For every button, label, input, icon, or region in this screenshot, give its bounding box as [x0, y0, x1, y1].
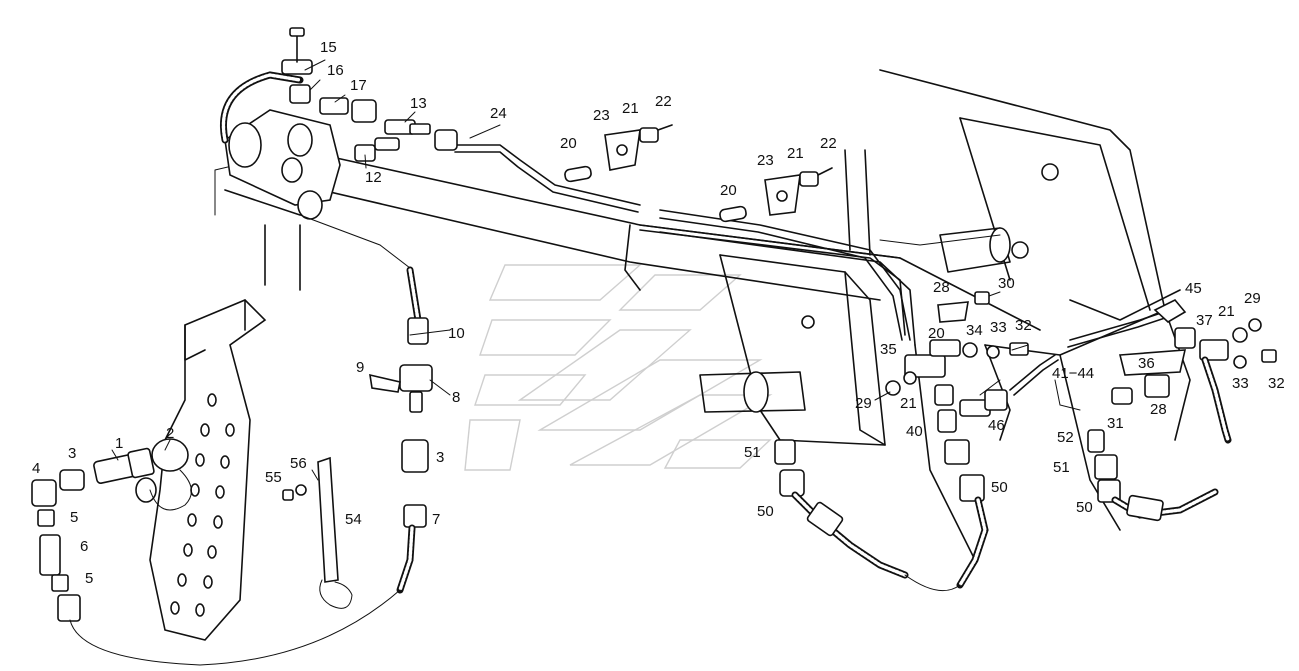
callout-32: 32	[1268, 375, 1285, 392]
callout-9: 9	[356, 359, 364, 376]
valve-block	[220, 71, 341, 220]
callout-5: 5	[70, 509, 78, 526]
callout-10: 10	[448, 325, 465, 342]
callout-20: 20	[928, 325, 945, 342]
watermark-logo	[464, 264, 773, 471]
callout-28: 28	[933, 279, 950, 296]
callout-1: 1	[115, 435, 123, 452]
callout-3: 3	[68, 445, 76, 462]
callout-24: 24	[490, 105, 507, 122]
callout-40: 40	[906, 423, 923, 440]
callout-21: 21	[787, 145, 804, 162]
center-hose-valve	[299, 214, 433, 594]
loader-frame	[214, 69, 1191, 561]
callout-22: 22	[820, 135, 837, 152]
callout-20: 20	[560, 135, 577, 152]
callout-37: 37	[1196, 312, 1213, 329]
callout-52: 52	[1057, 429, 1074, 446]
callout-12: 12	[365, 169, 382, 186]
quick-coupler	[31, 438, 401, 666]
callout-15: 15	[320, 39, 337, 56]
callout-33: 33	[1232, 375, 1249, 392]
callout-50: 50	[1076, 499, 1093, 516]
callout-51: 51	[1053, 459, 1070, 476]
callout-28: 28	[1150, 401, 1167, 418]
callout-34: 34	[966, 322, 983, 339]
callout-23: 23	[757, 152, 774, 169]
fittings-top	[281, 27, 458, 162]
callout-20: 20	[720, 182, 737, 199]
callout-45: 45	[1185, 280, 1202, 297]
callout-50: 50	[757, 503, 774, 520]
callout-30: 30	[998, 275, 1015, 292]
callout-21: 21	[900, 395, 917, 412]
callout-2: 2	[166, 425, 174, 442]
callout-29: 29	[1244, 290, 1261, 307]
leader-lines	[111, 59, 1029, 481]
callout-55: 55	[265, 469, 282, 486]
callout-51: 51	[744, 444, 761, 461]
callout-21: 21	[1218, 303, 1235, 320]
callout-22: 22	[655, 93, 672, 110]
callout-21: 21	[622, 100, 639, 117]
callout-23: 23	[593, 107, 610, 124]
callout-7: 7	[432, 511, 440, 528]
callout-6: 6	[80, 538, 88, 555]
callout-33: 33	[990, 319, 1007, 336]
callout-50: 50	[991, 479, 1008, 496]
callout-56: 56	[290, 455, 307, 472]
callout-29: 29	[855, 395, 872, 412]
right-hoses	[774, 291, 1277, 592]
callout-35: 35	[880, 341, 897, 358]
callout-16: 16	[327, 62, 344, 79]
callout-46: 46	[988, 417, 1005, 434]
clamp-set-upper	[564, 124, 833, 223]
callout-41-44: 41−44	[1052, 365, 1094, 382]
callout-8: 8	[452, 389, 460, 406]
callout-32: 32	[1015, 317, 1032, 334]
support-bracket	[282, 456, 353, 609]
callout-4: 4	[32, 460, 40, 477]
callout-54: 54	[345, 511, 362, 528]
callout-17: 17	[350, 77, 367, 94]
callout-5: 5	[85, 570, 93, 587]
callout-31: 31	[1107, 415, 1124, 432]
callout-3: 3	[436, 449, 444, 466]
callout-13: 13	[410, 95, 427, 112]
callout-36: 36	[1138, 355, 1155, 372]
callout-labels: 15 16 17 13 24 23 21 22 20 12 22 23 21 2…	[32, 39, 1285, 587]
